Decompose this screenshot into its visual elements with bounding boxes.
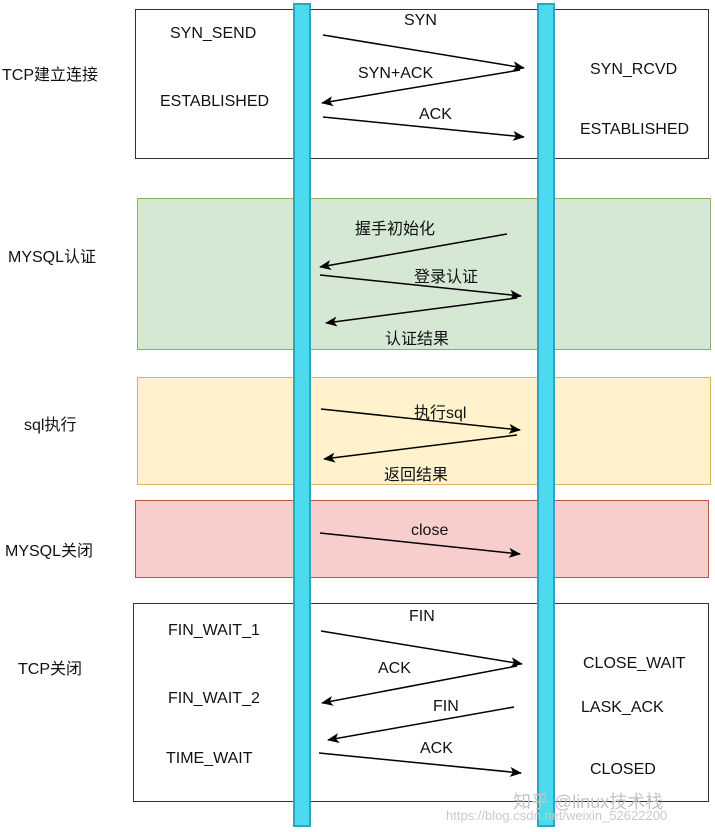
arrow-syn xyxy=(322,34,525,72)
section-mysql-close xyxy=(135,500,709,578)
msg-ack: ACK xyxy=(419,106,452,123)
arrow-login-auth xyxy=(319,274,522,300)
server-state-close-wait: CLOSE_WAIT xyxy=(583,655,686,672)
watermark-csdn: https://blog.csdn.net/weixin_52622200 xyxy=(446,808,668,823)
label-tcp-close: TCP关闭 xyxy=(18,661,83,678)
arrow-auth-result xyxy=(325,297,518,327)
client-state-fin-wait-1: FIN_WAIT_1 xyxy=(168,622,260,639)
msg-exec-sql: 执行sql xyxy=(414,405,467,422)
msg-login-auth: 登录认证 xyxy=(414,269,479,286)
section-tcp-connect xyxy=(135,9,709,159)
arrow-fin-1 xyxy=(320,630,523,668)
msg-close: close xyxy=(411,522,449,539)
msg-ack-2: ACK xyxy=(378,660,411,677)
section-sql-exec xyxy=(137,377,711,485)
arrow-syn-ack xyxy=(321,69,521,107)
client-state-fin-wait-2: FIN_WAIT_2 xyxy=(168,690,260,707)
client-state-established: ESTABLISHED xyxy=(160,93,270,110)
section-mysql-auth xyxy=(137,198,711,350)
arrow-return-result xyxy=(323,434,518,463)
msg-syn-ack: SYN+ACK xyxy=(358,65,434,82)
msg-fin-2: FIN xyxy=(433,698,459,715)
arrow-ack xyxy=(322,116,525,141)
arrow-ack-2 xyxy=(321,665,518,706)
section-tcp-close xyxy=(133,603,709,802)
msg-fin-1: FIN xyxy=(409,608,435,625)
client-state-syn-send: SYN_SEND xyxy=(170,25,257,42)
msg-handshake-init: 握手初始化 xyxy=(355,221,436,238)
client-state-time-wait: TIME_WAIT xyxy=(166,750,253,767)
client-lifeline xyxy=(293,3,311,827)
msg-auth-result: 认证结果 xyxy=(385,331,450,348)
watermark-zhihu: 知乎 @linux技术栈 xyxy=(513,792,664,812)
label-mysql-close: MYSQL关闭 xyxy=(5,543,94,560)
arrow-close xyxy=(319,532,521,558)
label-mysql-auth: MYSQL认证 xyxy=(8,249,97,266)
arrow-fin-2 xyxy=(327,706,515,744)
arrow-ack-3 xyxy=(318,752,522,777)
label-tcp-connect: TCP建立连接 xyxy=(2,67,99,84)
server-state-closed: CLOSED xyxy=(590,761,656,778)
arrow-handshake-init xyxy=(319,233,508,271)
server-state-lask-ack: LASK_ACK xyxy=(581,699,664,716)
arrow-exec-sql xyxy=(320,408,521,434)
msg-ack-3: ACK xyxy=(420,740,453,757)
msg-return-result: 返回结果 xyxy=(384,467,449,484)
msg-syn: SYN xyxy=(404,12,437,29)
server-lifeline xyxy=(537,3,555,827)
server-state-established: ESTABLISHED xyxy=(580,121,690,138)
server-state-syn-rcvd: SYN_RCVD xyxy=(590,61,678,78)
label-sql-exec: sql执行 xyxy=(24,417,77,434)
